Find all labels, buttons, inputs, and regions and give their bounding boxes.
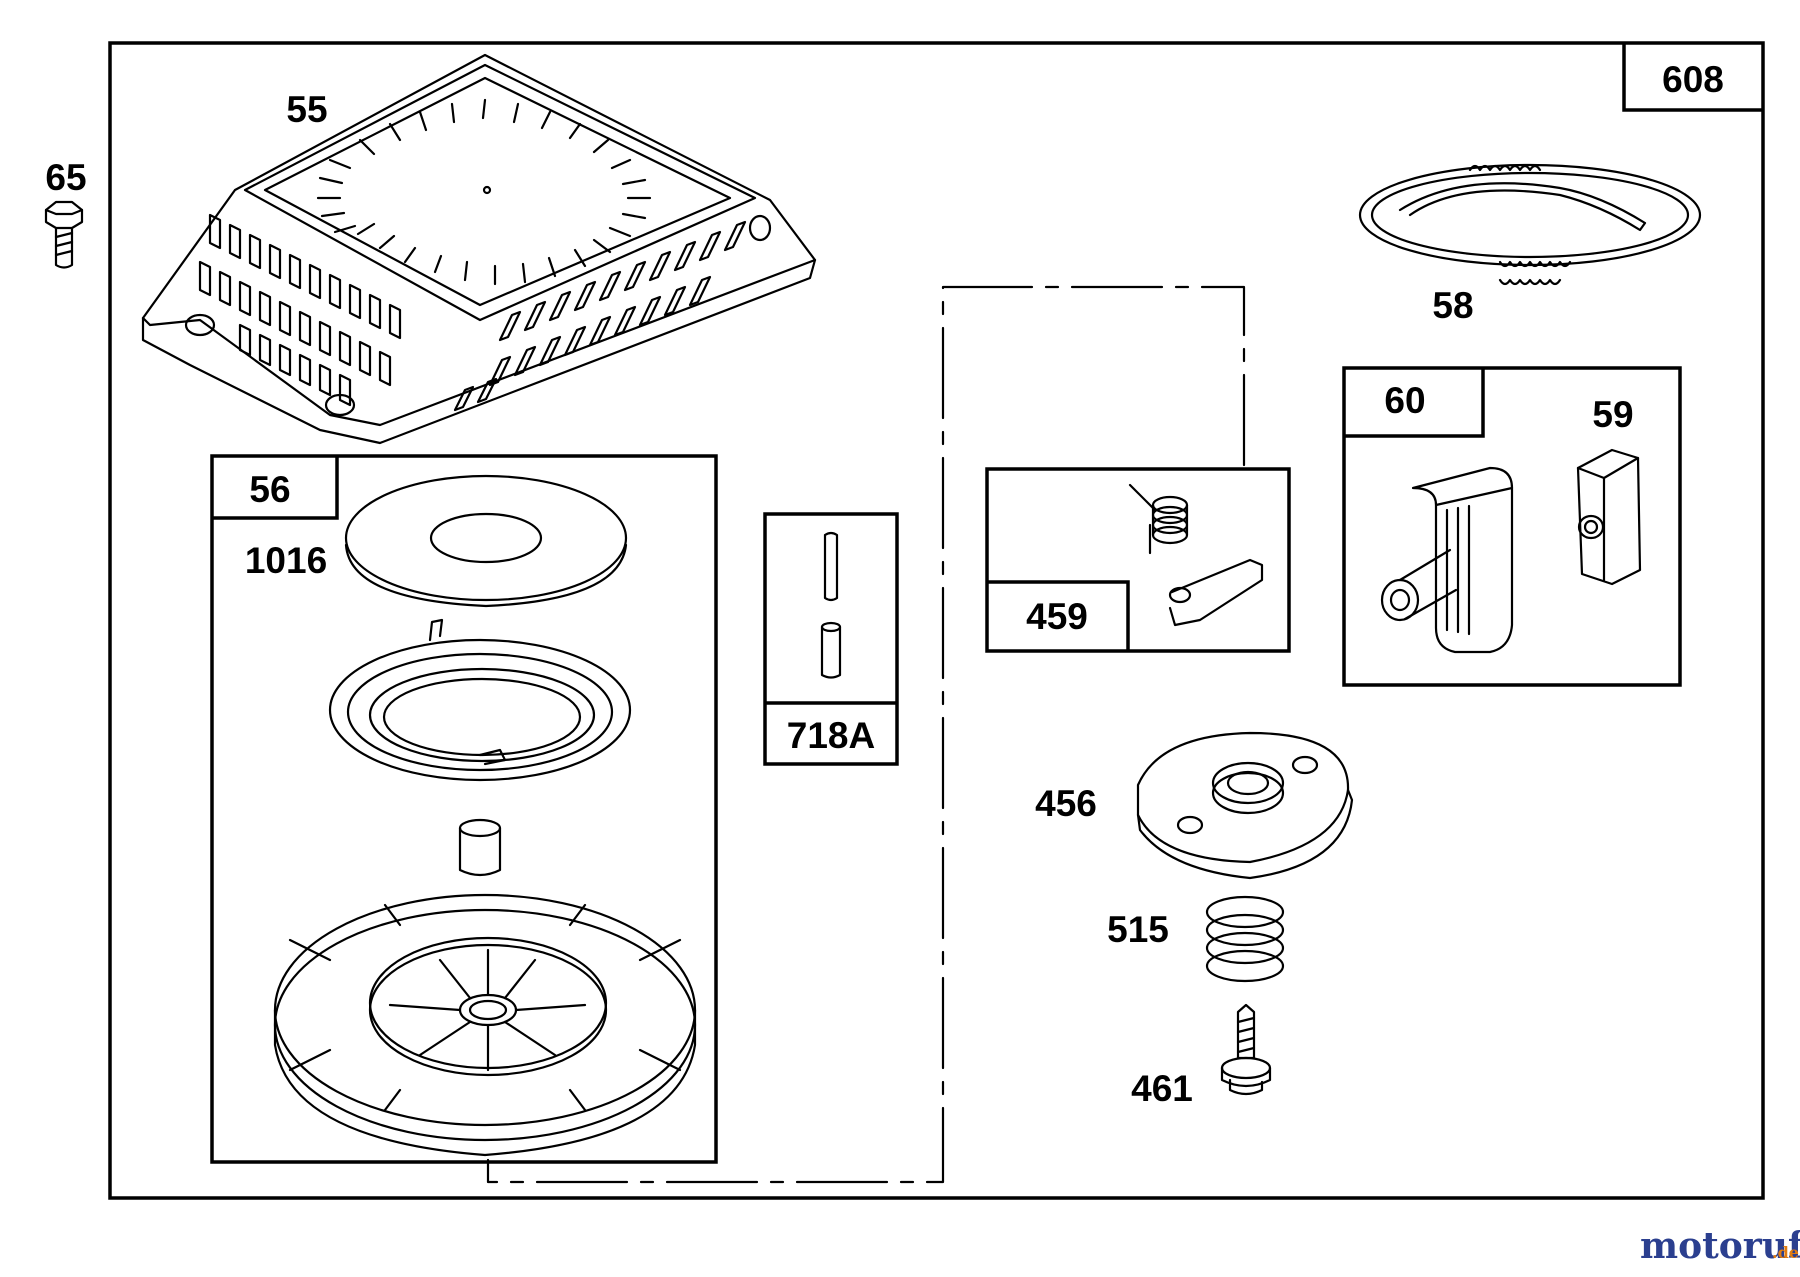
- part-59-label: 59: [1592, 394, 1633, 435]
- watermark-suffix: .de: [1772, 1243, 1799, 1262]
- pawl-spring-icon: [1128, 483, 1189, 555]
- pin-icon: [820, 531, 842, 679]
- blower-housing-icon: [141, 53, 817, 445]
- rope-insert-icon: [1576, 448, 1642, 586]
- part-718a-box: 718A: [763, 512, 899, 766]
- side-vents-left: [198, 213, 402, 407]
- part-456-label: 456: [1035, 783, 1097, 824]
- frame-label: 608: [1662, 59, 1724, 100]
- watermark-logo: motoruf: [1640, 1225, 1800, 1267]
- ratchet-icon: [1136, 731, 1354, 880]
- screw-icon: [1220, 1003, 1272, 1096]
- part-459-box: 459: [985, 467, 1291, 653]
- bushing-icon: [458, 818, 502, 877]
- part-515-label: 515: [1107, 909, 1169, 950]
- frame-label-box: 608: [1622, 43, 1763, 112]
- spring-coil-icon: [328, 618, 632, 782]
- part-461-label: 461: [1131, 1068, 1193, 1109]
- bolt-icon: [44, 200, 84, 269]
- part-56-label: 56: [249, 469, 290, 510]
- dashed-connector: [486, 285, 1246, 1184]
- starter-handle-icon: [1380, 466, 1514, 654]
- rope-icon: [1358, 163, 1702, 286]
- grille-slots: [316, 98, 652, 286]
- part-56-box: 56 1016: [210, 454, 718, 1164]
- part-1016-label: 1016: [245, 540, 327, 581]
- part-60-label: 60: [1384, 380, 1425, 421]
- part-60-box: 60 59: [1342, 366, 1682, 687]
- part-55-label: 55: [286, 89, 327, 130]
- compression-spring-icon: [1205, 895, 1285, 983]
- part-58-label: 58: [1432, 285, 1473, 326]
- outer-frame: [108, 41, 1765, 1200]
- part-718a-label: 718A: [787, 715, 875, 756]
- side-vents-right: [453, 220, 747, 412]
- part-65-label: 65: [45, 157, 86, 198]
- washer-icon: [344, 474, 628, 608]
- part-459-label: 459: [1026, 596, 1088, 637]
- pulley-icon: [273, 893, 697, 1157]
- pawl-icon: [1168, 558, 1264, 627]
